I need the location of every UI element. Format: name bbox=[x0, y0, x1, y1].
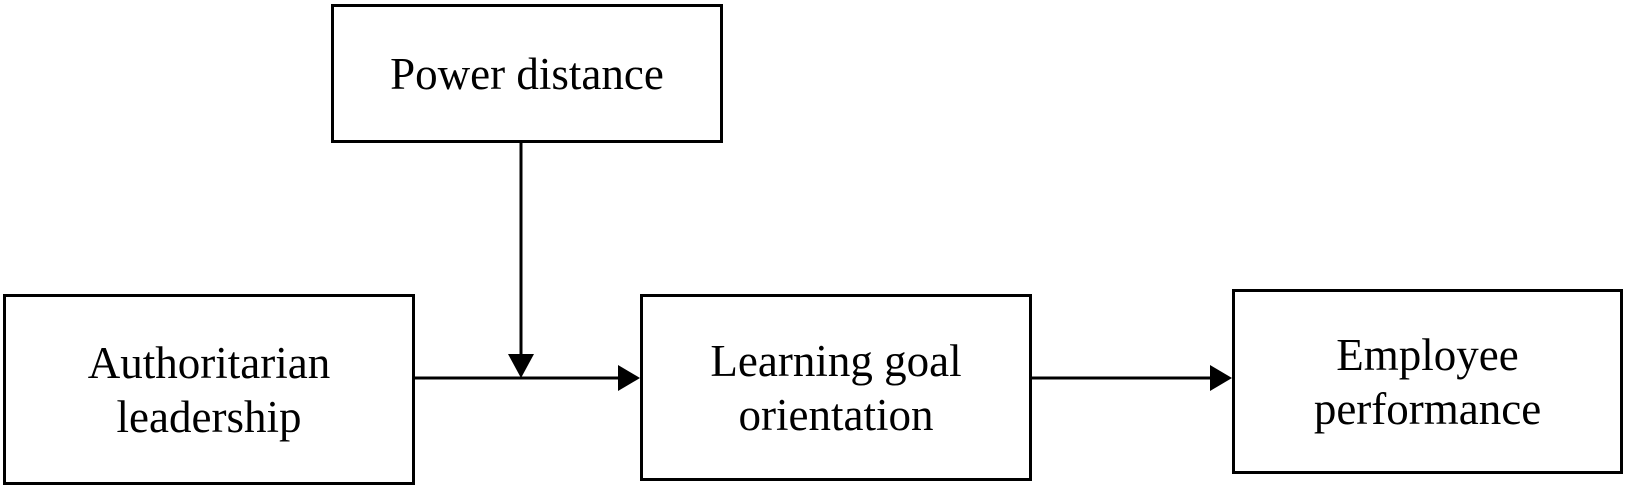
node-power-distance-label: Power distance bbox=[390, 48, 664, 99]
node-employee-performance-label: Employee performance bbox=[1313, 329, 1542, 434]
node-learning-goal-orientation-label: Learning goal orientation bbox=[710, 335, 962, 440]
node-employee-performance: Employee performance bbox=[1232, 289, 1623, 474]
node-power-distance: Power distance bbox=[331, 4, 723, 143]
node-authoritarian-leadership-label: Authoritarian leadership bbox=[87, 337, 331, 442]
arrowhead-orientation bbox=[618, 365, 640, 391]
node-authoritarian-leadership: Authoritarian leadership bbox=[3, 294, 415, 485]
arrowhead-moderation bbox=[508, 354, 534, 378]
node-learning-goal-orientation: Learning goal orientation bbox=[640, 294, 1032, 481]
arrowhead-performance bbox=[1210, 365, 1232, 391]
